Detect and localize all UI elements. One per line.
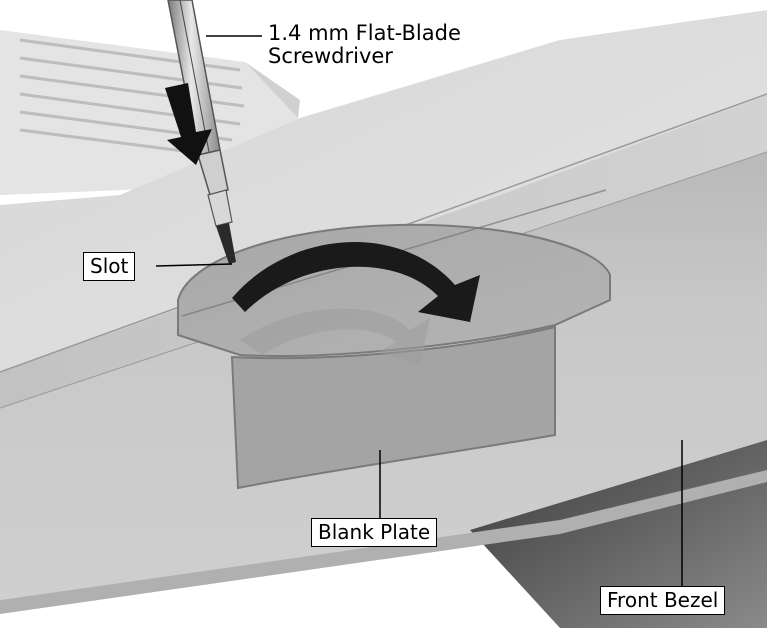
bezel-bottom-lip	[0, 470, 767, 614]
screwdriver-label-line1: 1.4 mm Flat-Blade	[268, 21, 461, 45]
leader-lines	[155, 35, 683, 586]
screwdriver	[167, 0, 236, 264]
lower-shadow	[470, 440, 767, 628]
blank-plate-front	[230, 325, 556, 490]
front-bezel-label: Front Bezel	[600, 586, 726, 615]
slot-label: Slot	[83, 252, 136, 281]
screwdriver-label-line2: Screwdriver	[268, 44, 393, 68]
slot-leader	[155, 263, 233, 267]
blank-plate-label: Blank Plate	[311, 518, 438, 547]
screwdriver-label: 1.4 mm Flat-Blade Screwdriver	[268, 22, 461, 68]
rotation-arrow	[232, 242, 480, 322]
push-down-arrow	[165, 83, 212, 165]
ghost-arrow	[240, 308, 430, 365]
